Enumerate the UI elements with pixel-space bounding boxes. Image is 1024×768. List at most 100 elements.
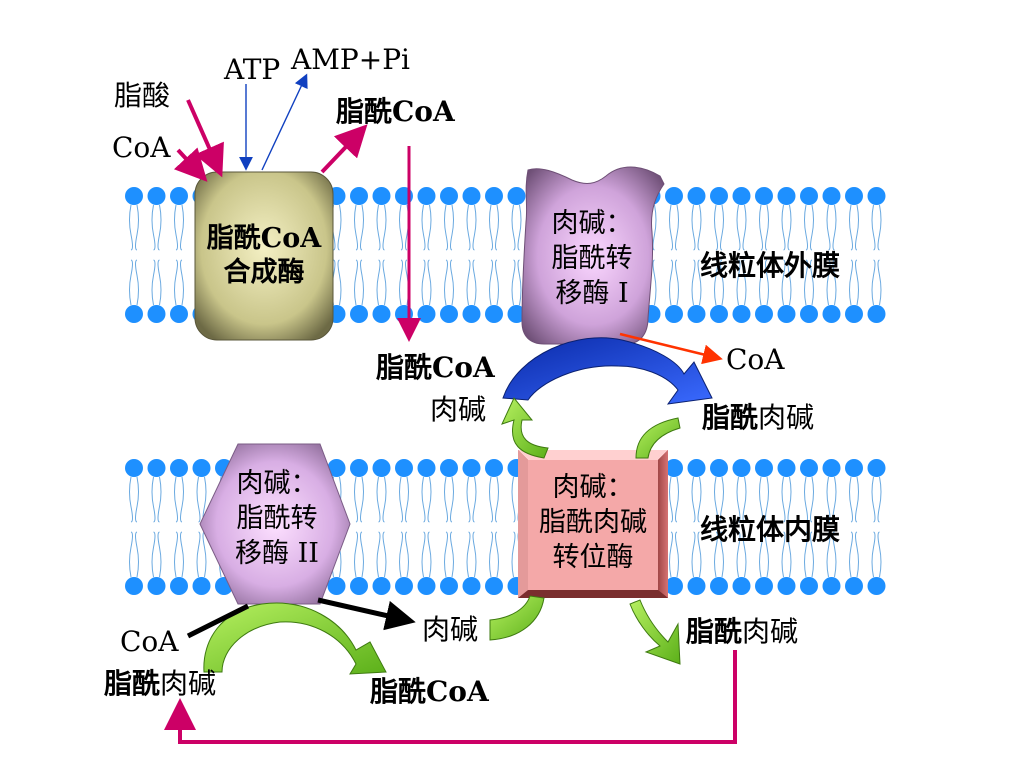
lipid-tail — [511, 531, 516, 578]
lipid-tail — [759, 476, 763, 523]
lipid-head — [485, 577, 503, 595]
lipid-tail — [742, 476, 747, 523]
lipid-tail — [180, 531, 184, 578]
lipid-head — [777, 187, 796, 205]
lipid-tail — [765, 531, 769, 578]
lipid-tail — [135, 259, 139, 306]
lipid-tail — [675, 476, 679, 523]
lipid-head — [462, 459, 481, 477]
lipid-tail — [804, 259, 808, 306]
lipid-tail — [360, 259, 364, 306]
lipid-tail — [765, 204, 769, 251]
lipid-head — [192, 459, 211, 477]
lipid-tail — [135, 476, 139, 523]
translocase-label: 肉碱： 脂酰肉碱 转位酶 — [518, 470, 668, 575]
lipid-head — [417, 577, 436, 595]
lipid-tail — [337, 259, 342, 306]
lipid-head — [462, 305, 481, 323]
lipid-head — [485, 305, 503, 323]
lipid-tail — [466, 204, 471, 251]
lipid-tail — [151, 259, 156, 306]
lipid-tail — [759, 531, 763, 578]
lipid-tail — [129, 204, 133, 251]
lipid-tail — [691, 204, 696, 251]
lipid-tail — [421, 531, 426, 578]
lipid-tail — [669, 531, 673, 578]
lipid-tail — [450, 531, 454, 578]
lipid-tail — [151, 476, 156, 523]
lipid-tail — [427, 531, 432, 578]
lipid-tail — [765, 476, 769, 523]
lipid-tail — [399, 259, 403, 306]
lipid-head — [417, 187, 436, 205]
lipid-tail — [871, 476, 876, 523]
lipid-head — [845, 459, 863, 477]
lipid-tail — [832, 476, 837, 523]
lipid-head — [800, 305, 818, 323]
lipid-tail — [157, 476, 162, 523]
lipid-tail — [826, 531, 831, 578]
lipid-head — [147, 577, 166, 595]
lipid-tail — [337, 204, 342, 251]
carnitine-out-arrow — [501, 397, 549, 459]
lipid-tail — [196, 476, 201, 523]
lipid-tail — [675, 204, 679, 251]
lipid-tail — [489, 259, 493, 306]
lipid-head — [710, 305, 728, 323]
lipid-tail — [202, 531, 207, 578]
lipid-tail — [450, 204, 454, 251]
carnitine-return-arrow — [489, 595, 545, 641]
lipid-tail — [466, 476, 471, 523]
coa-in-label: CoA — [112, 131, 171, 164]
lipid-tail — [826, 476, 831, 523]
lipid-tail — [495, 531, 499, 578]
lipid-tail — [720, 531, 724, 578]
lipid-head — [327, 577, 346, 595]
carnitine-inner-label: 肉碱 — [422, 613, 479, 646]
lipid-head — [822, 305, 841, 323]
lipid-tail — [399, 531, 403, 578]
lipid-head — [687, 577, 706, 595]
lipid-head — [485, 459, 503, 477]
lipid-tail — [810, 204, 814, 251]
lipid-tail — [691, 476, 696, 523]
acyl-carnitine-return-line — [164, 650, 737, 744]
acyl-coa-matrix-label: 脂酰CoA — [370, 675, 489, 708]
lipid-tail — [742, 531, 747, 578]
lipid-head — [777, 577, 796, 595]
lipid-head — [845, 577, 863, 595]
lipid-head — [732, 577, 751, 595]
lipid-head — [462, 187, 481, 205]
lipid-tail — [871, 259, 876, 306]
lipid-tail — [810, 531, 814, 578]
lipid-tail — [720, 476, 724, 523]
lipid-head — [732, 459, 751, 477]
coa-release-arrow — [619, 332, 723, 365]
lipid-tail — [444, 204, 448, 251]
lipid-tail — [354, 204, 358, 251]
lipid-head — [732, 187, 751, 205]
lipid-tail — [742, 204, 747, 251]
lipid-head — [125, 305, 143, 323]
lipid-tail — [697, 476, 702, 523]
translocase-shape — [518, 450, 668, 598]
lipid-tail — [804, 476, 808, 523]
cpt1-reaction-arrow — [502, 337, 713, 405]
lipid-head — [170, 459, 188, 477]
lipid-head — [800, 459, 818, 477]
lipid-tail — [736, 259, 741, 306]
acyl-part: 脂酰 — [686, 615, 743, 648]
lipid-tail — [135, 531, 139, 578]
amp-arrow — [261, 73, 308, 171]
acyl-coa-outer-label: 脂酰CoA — [376, 351, 495, 384]
lipid-tail — [466, 259, 471, 306]
lipid-tail — [180, 259, 184, 306]
enzyme-line: 移酶 II — [235, 538, 319, 569]
lipid-tail — [720, 259, 724, 306]
lipid-tail — [669, 204, 673, 251]
lipid-tail — [787, 259, 792, 306]
acyl-coa-synthetase-label: 脂酰CoA 合成酶 — [195, 222, 333, 290]
lipid-head — [125, 187, 143, 205]
lipid-tail — [180, 204, 184, 251]
